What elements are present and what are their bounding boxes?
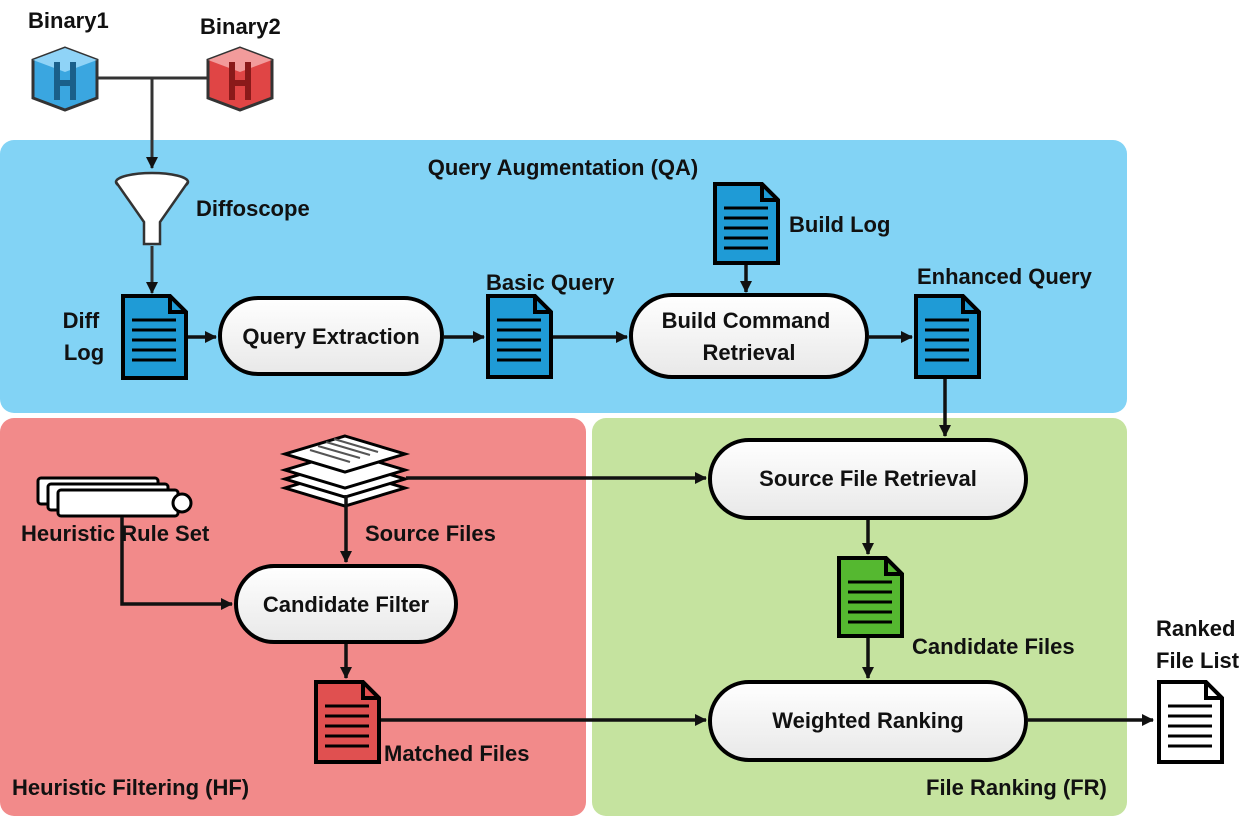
binary1-label: Binary1	[28, 8, 109, 33]
build-command-retrieval-label: Build Command Retrieval	[662, 308, 837, 365]
ranked-file-list-label: Ranked File List	[1156, 616, 1242, 673]
candidate-filter-label: Candidate Filter	[263, 592, 430, 617]
weighted-ranking-label: Weighted Ranking	[772, 708, 964, 733]
build-command-retrieval-node	[629, 293, 869, 379]
diff-log-label: Diff Log	[63, 308, 106, 365]
build-log-label: Build Log	[789, 212, 890, 237]
binary2-icon	[206, 46, 274, 112]
ranked-file-list-document-icon	[1157, 680, 1224, 764]
enhanced-query-label: Enhanced Query	[917, 264, 1093, 289]
heuristic-rule-set-icon	[36, 476, 193, 518]
candidate-files-label: Candidate Files	[912, 634, 1075, 659]
query-extraction-node	[218, 296, 444, 376]
query-extraction-label: Query Extraction	[242, 324, 419, 349]
arrow-rule-set-to-candidate-filter	[120, 517, 233, 610]
ranked-label-line1: Ranked	[1156, 616, 1235, 641]
source-files-stack-icon	[279, 434, 411, 508]
candidate-filter-node	[234, 564, 458, 644]
build-log-document-icon	[713, 182, 780, 265]
diff-log-label-line2: Log	[64, 340, 104, 365]
binary2-label: Binary2	[200, 14, 281, 39]
region-title-fr: File Ranking (FR)	[926, 775, 1107, 800]
diff-log-label-line1: Diff	[63, 308, 100, 333]
basic-query-document-icon	[486, 294, 553, 379]
source-files-label: Source Files	[365, 521, 496, 546]
weighted-ranking-node	[708, 680, 1028, 762]
ranked-label-line2: File List	[1156, 648, 1240, 673]
basic-query-label: Basic Query	[486, 270, 615, 295]
source-file-retrieval-node	[708, 438, 1028, 520]
build-command-label-line1: Build Command	[662, 308, 831, 333]
region-title-qa: Query Augmentation (QA)	[428, 155, 699, 180]
funnel-icon	[114, 171, 190, 246]
build-command-label-line2: Retrieval	[703, 340, 796, 365]
enhanced-query-document-icon	[914, 294, 981, 379]
diff-log-document-icon	[121, 294, 188, 380]
region-title-hf: Heuristic Filtering (HF)	[12, 775, 249, 800]
source-file-retrieval-label: Source File Retrieval	[759, 466, 977, 491]
diffoscope-label: Diffoscope	[196, 196, 310, 221]
candidate-files-document-icon	[837, 556, 904, 638]
binary1-icon	[31, 46, 99, 112]
heuristic-rule-set-label: Heuristic Rule Set	[21, 521, 210, 546]
matched-files-document-icon	[314, 680, 381, 764]
matched-files-label: Matched Files	[384, 741, 529, 766]
